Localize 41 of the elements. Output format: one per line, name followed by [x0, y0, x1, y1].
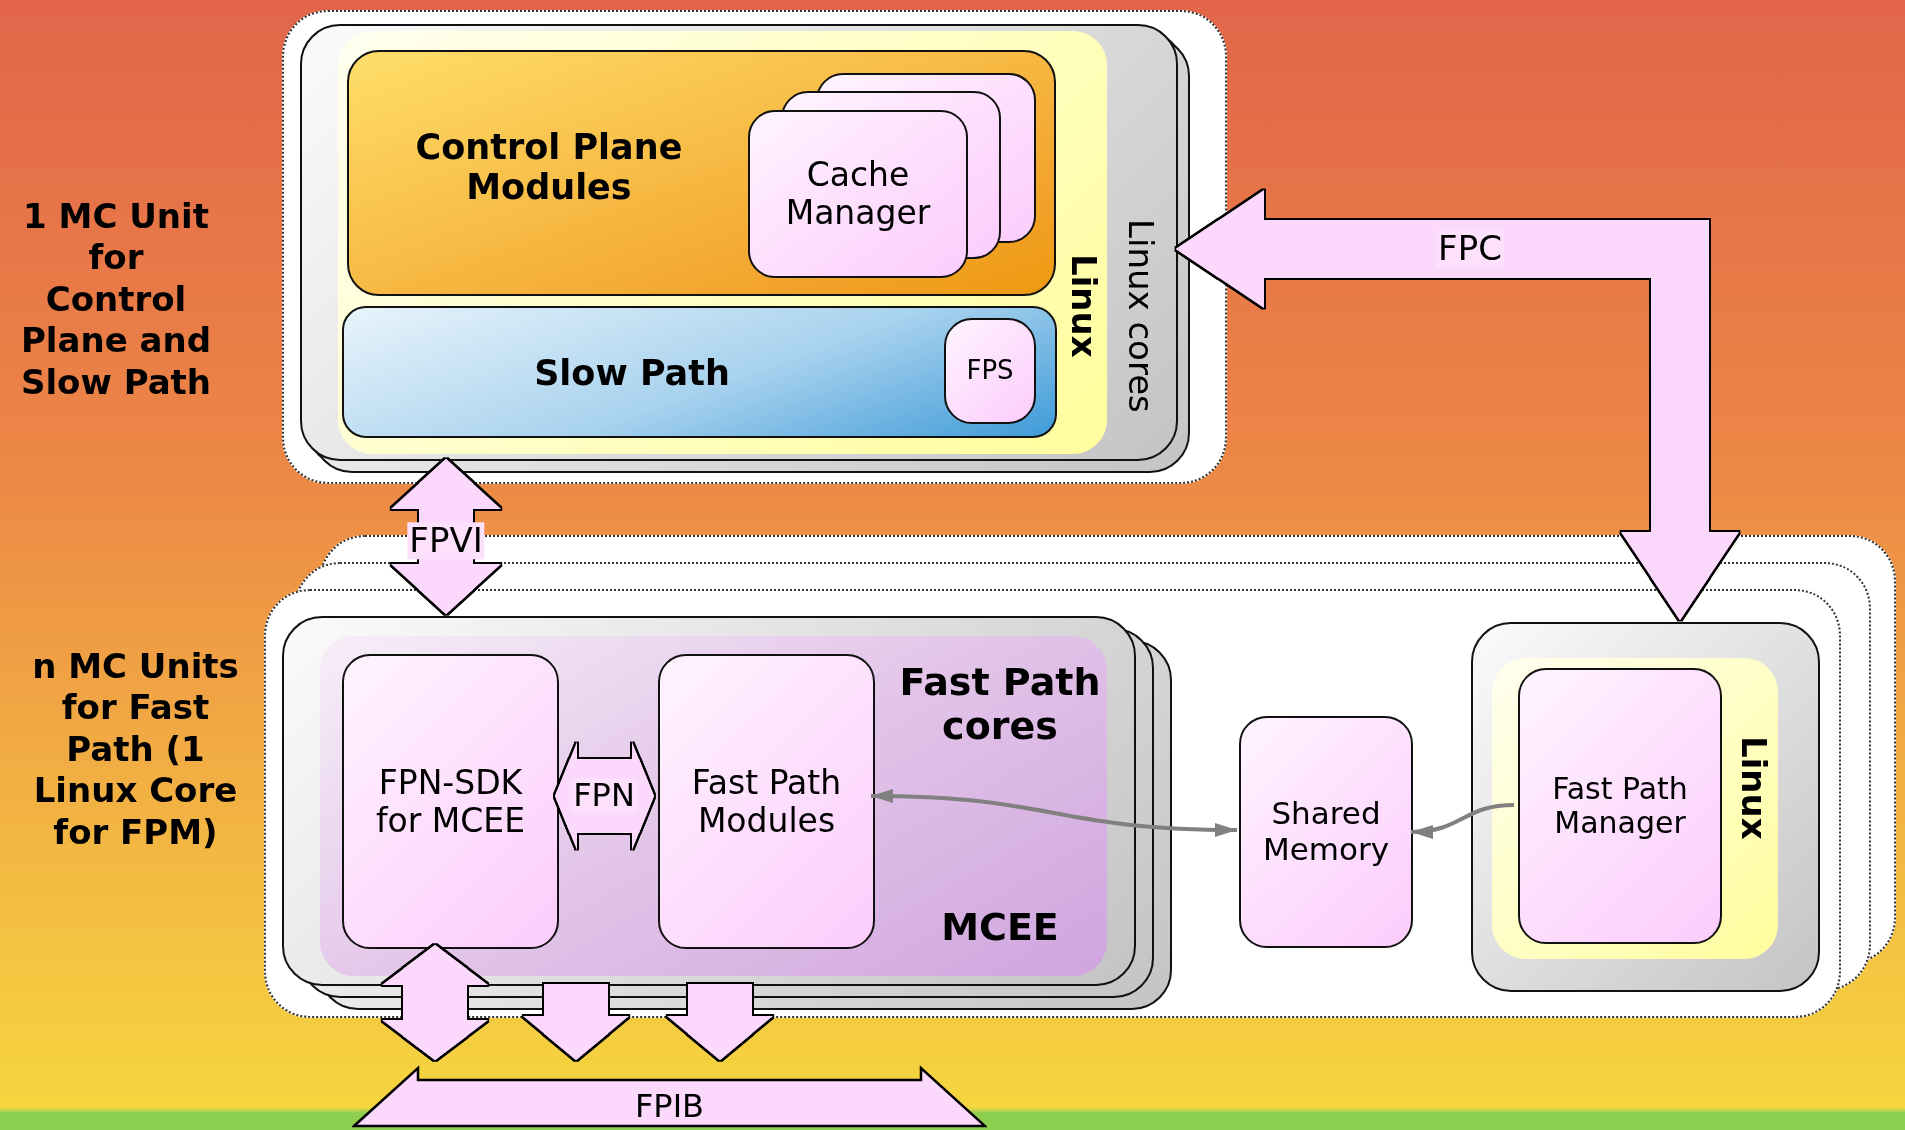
node-label: Slow Path: [533, 351, 731, 395]
block-arrow: [523, 984, 629, 1060]
block-arrow: [391, 459, 501, 614]
side-label: n MC Units for Fast Path (1 Linux Core for FPM): [31, 646, 240, 854]
node-label: FPN-SDK for MCEE: [374, 763, 527, 840]
node-label: Cache Manager: [784, 154, 932, 234]
edge-label: FPC: [1436, 230, 1504, 268]
node-label: MCEE: [940, 904, 1060, 952]
os-panel: [1492, 658, 1778, 959]
memory-box: [1239, 716, 1413, 948]
block-arrow: [1176, 190, 1739, 620]
os-panel: [338, 31, 1107, 454]
edge-label: FPVI: [407, 522, 485, 560]
cores-panel: [1471, 622, 1820, 992]
unit-panel: [264, 589, 1841, 1018]
process-box: [658, 654, 875, 949]
edge-label: FPN: [571, 778, 637, 814]
arrow: [870, 789, 1238, 837]
block-arrow: [667, 984, 773, 1060]
cores-panel: [282, 616, 1136, 986]
process-box: [342, 654, 559, 949]
module-panel: [347, 50, 1056, 296]
path-panel: [342, 306, 1057, 438]
node-label: FPS: [966, 356, 1014, 386]
vertical-label: Linux cores: [1119, 218, 1162, 415]
process-box: [1518, 668, 1722, 944]
process-box: [944, 318, 1036, 424]
node-label: FPIB: [634, 1087, 705, 1125]
node-label: Fast Path Modules: [691, 763, 842, 840]
block-arrow: [382, 945, 488, 1060]
vertical-label: Linux: [1732, 735, 1775, 842]
node-label: Control Plane Modules: [414, 125, 684, 209]
vertical-label: Linux: [1062, 253, 1105, 360]
block-arrow: [555, 742, 654, 850]
node-label: Fast Path cores: [898, 659, 1102, 750]
environment-panel: [320, 636, 1107, 976]
node-label: Shared Memory: [1261, 796, 1391, 868]
stacked-process-box: [748, 73, 1038, 280]
node-label: Fast Path Manager: [1551, 771, 1689, 841]
arrow: [1410, 803, 1515, 838]
side-label: 1 MC Unit for Control Plane and Slow Path: [19, 196, 213, 404]
